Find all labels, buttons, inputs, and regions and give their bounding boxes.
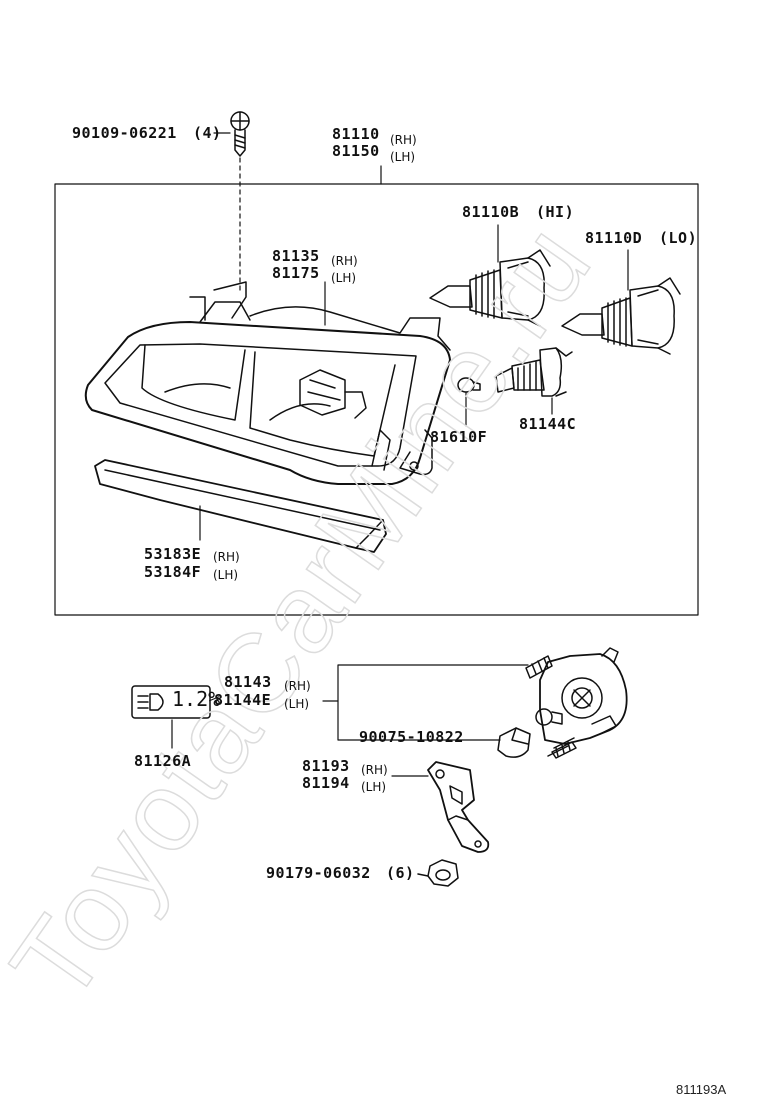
bulb-small-part-number[interactable]: 81610F xyxy=(430,428,488,446)
socket-icon xyxy=(495,347,573,397)
diagram-reference: 811193A xyxy=(676,1082,727,1097)
label-plate-text: 1.2% xyxy=(172,687,221,711)
housing-lh-part-number[interactable]: 81175 xyxy=(272,264,320,282)
nut-icon xyxy=(417,859,459,887)
bracket-rh-tag: (RH) xyxy=(361,763,388,777)
headlamp-rh-tag: (RH) xyxy=(390,133,417,147)
leveling-leader-bracket xyxy=(337,664,529,741)
housing-rh-tag: (RH) xyxy=(331,254,358,268)
nut-qty: (6) xyxy=(386,864,415,882)
label-plate-icon xyxy=(131,685,211,719)
bracket-lh-part-number[interactable]: 81194 xyxy=(302,774,350,792)
nut-part-number[interactable]: 90179-06032 xyxy=(266,864,371,882)
assembly-frame xyxy=(54,183,699,616)
leveling-lh-tag: (LH) xyxy=(284,697,310,711)
bulb-lo-icon xyxy=(561,277,681,355)
screw-part-number[interactable]: 90109-06221 xyxy=(72,124,177,142)
bulb-hi-tag: (HI) xyxy=(536,203,575,221)
moulding-strip-icon xyxy=(94,459,387,553)
housing-rh-part-number[interactable]: 81135 xyxy=(272,247,320,265)
bulb-hi-icon xyxy=(429,249,551,327)
bulb-hi-part-number[interactable]: 81110B xyxy=(462,203,520,221)
screw-qty: (4) xyxy=(193,124,222,142)
bracket-lh-tag: (LH) xyxy=(361,780,387,794)
headlamp-rh-part-number[interactable]: 81110 xyxy=(332,125,380,143)
moulding-lh-part-number[interactable]: 53184F xyxy=(144,563,202,581)
headlamp-lh-tag: (LH) xyxy=(390,150,416,164)
moulding-lh-tag: (LH) xyxy=(213,568,239,582)
bulb-lo-part-number[interactable]: 81110D xyxy=(585,229,643,247)
leveling-lh-part-number[interactable]: 81144E xyxy=(214,691,272,709)
headlamp-lh-part-number[interactable]: 81150 xyxy=(332,142,380,160)
clip-icon xyxy=(497,727,531,758)
housing-lh-tag: (LH) xyxy=(331,271,357,285)
clip-part-number[interactable]: 90075-10822 xyxy=(359,728,464,746)
screw-icon xyxy=(230,111,250,157)
leveling-rh-part-number[interactable]: 81143 xyxy=(224,673,272,691)
headlamp-housing-icon xyxy=(84,281,451,485)
moulding-rh-tag: (RH) xyxy=(213,550,240,564)
label-plate-part-number[interactable]: 81126A xyxy=(134,752,192,770)
leveling-rh-tag: (RH) xyxy=(284,679,311,693)
bulb-small-icon xyxy=(457,377,481,393)
socket-part-number[interactable]: 81144C xyxy=(519,415,577,433)
bracket-icon xyxy=(427,761,490,853)
bulb-lo-tag: (LO) xyxy=(659,229,698,247)
bracket-rh-part-number[interactable]: 81193 xyxy=(302,757,350,775)
leveling-motor-icon xyxy=(525,647,628,759)
moulding-rh-part-number[interactable]: 53183E xyxy=(144,545,202,563)
